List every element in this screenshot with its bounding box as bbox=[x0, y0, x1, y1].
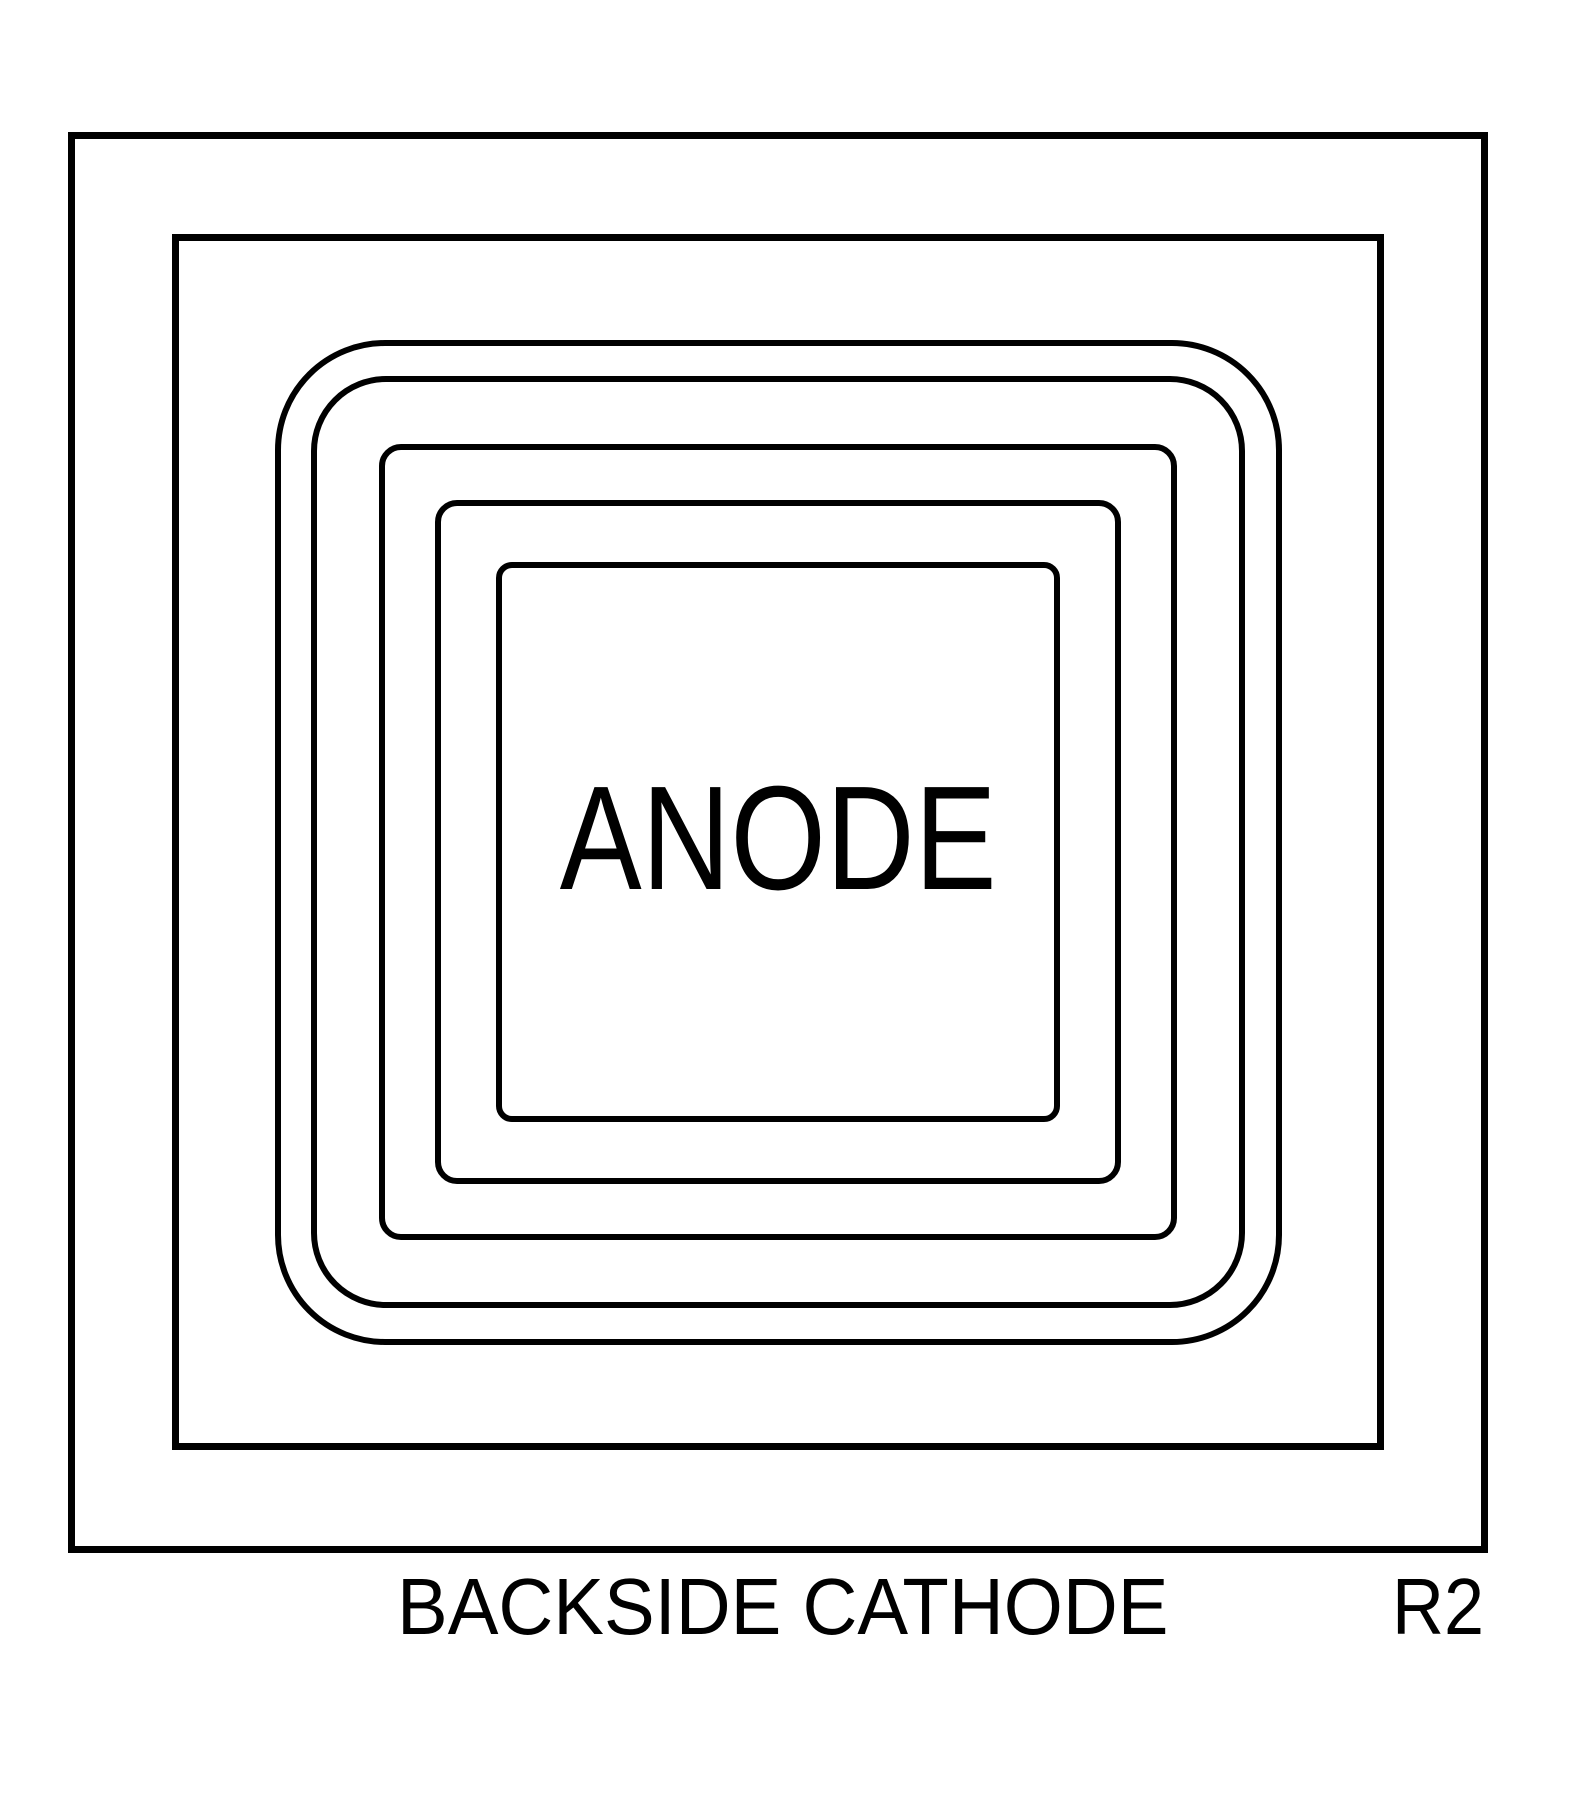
revision-label: R2 bbox=[1392, 1562, 1485, 1651]
guard-ring-3 bbox=[379, 444, 1177, 1240]
revision-label-container: R2 bbox=[1392, 1567, 1494, 1647]
anode-pad-rect bbox=[496, 562, 1060, 1122]
die-outline-rect bbox=[68, 132, 1488, 1553]
backside-cathode-label-container: BACKSIDE CATHODE bbox=[397, 1567, 1209, 1647]
backside-cathode-label: BACKSIDE CATHODE bbox=[397, 1562, 1169, 1651]
anode-label: ANODE bbox=[559, 756, 997, 921]
guard-ring-2 bbox=[311, 376, 1245, 1308]
guard-ring-4 bbox=[435, 500, 1121, 1184]
guard-ring-1 bbox=[275, 340, 1282, 1345]
inner-boundary-rect bbox=[172, 234, 1384, 1450]
anode-label-container: ANODE bbox=[496, 765, 1060, 913]
